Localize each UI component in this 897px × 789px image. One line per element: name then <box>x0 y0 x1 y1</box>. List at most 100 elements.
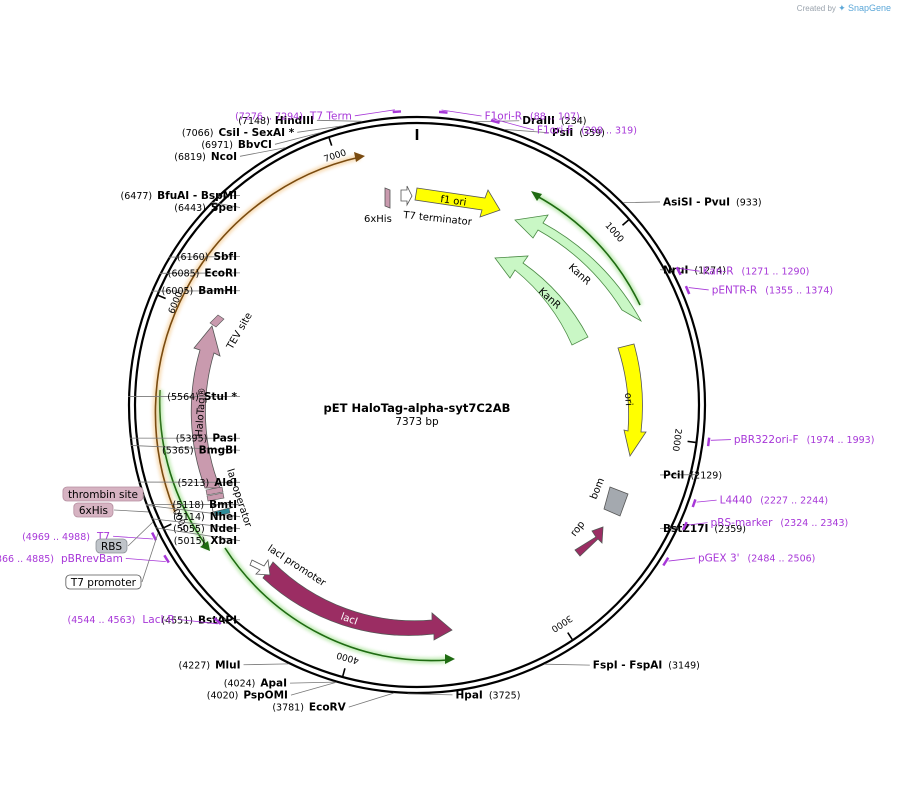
primer-name: F1ori-R <box>485 111 522 123</box>
primer-position: (2227 .. 2244) <box>760 496 828 507</box>
site-position: (5365) <box>162 446 194 457</box>
site-ndei[interactable]: NdeI(5055) <box>151 518 241 535</box>
primer-position: (4544 .. 4563) <box>68 615 136 626</box>
primer-position: (298 .. 319) <box>581 126 637 137</box>
site-pspomi[interactable]: PspOMI(4020) <box>207 682 337 702</box>
ring-tick-3000: 3000 <box>549 613 574 640</box>
feature-kanr-outer[interactable]: KanR <box>514 214 643 323</box>
feature-laci[interactable]: lacI <box>262 561 453 641</box>
site-position: (5118) <box>173 500 205 511</box>
site-ncoi[interactable]: NcoI(6819) <box>174 147 286 163</box>
primer-name: pBR322ori-F <box>734 434 799 446</box>
ring-tick-2000: 2000 <box>670 428 696 452</box>
site-name: SbfI <box>213 251 237 263</box>
site-bmgbi[interactable]: BmgBI(5365) <box>130 445 241 457</box>
site-position: (6971) <box>201 140 233 151</box>
callout-label: T7 promoter <box>70 577 137 589</box>
site-name: BbvCI <box>238 139 272 151</box>
site-position: (3725) <box>489 690 521 701</box>
primer-position: (2324 .. 2343) <box>780 518 848 529</box>
primer-kan-r[interactable]: Kan-R (1271 .. 1290) <box>675 266 810 278</box>
site-position: (5564) <box>167 392 199 403</box>
primer-position: (2484 .. 2506) <box>748 553 816 564</box>
site-position: (933) <box>736 197 762 208</box>
site-csii[interactable]: CsiI - SexAI *(7066) <box>182 125 343 139</box>
feature-halotag[interactable]: HaloTag® <box>190 325 221 489</box>
feature-rop[interactable]: rop <box>569 519 604 557</box>
primer-name: pRS-marker <box>711 517 774 529</box>
site-position: (5055) <box>173 524 205 535</box>
site-ecori[interactable]: EcoRI (6085) <box>159 267 241 279</box>
site-mlui[interactable]: MluI (4227) <box>179 659 289 671</box>
site-position: (4227) <box>179 660 211 671</box>
site-alei[interactable]: AleI(5213) <box>138 477 241 489</box>
site-pasi[interactable]: PasI(5395) <box>129 433 241 445</box>
feature-f1-ori[interactable]: f1 ori <box>414 187 501 218</box>
feature-6xhis-top[interactable]: 6xHis <box>364 187 392 225</box>
site-pcii[interactable]: PciI(2129) <box>659 469 722 481</box>
feature-label: ori <box>622 392 634 406</box>
site-asisi[interactable]: AsiSI - PvuI(933) <box>623 196 762 208</box>
site-hindiii[interactable]: HindIII(7148) <box>238 115 362 127</box>
site-name: BmtI <box>209 499 237 511</box>
credit-brand: SnapGene <box>847 3 891 13</box>
callout-rbs[interactable]: RBS <box>95 521 154 554</box>
primer-f1ori-f[interactable]: F1ori-F(298 .. 319) <box>490 118 637 137</box>
site-apai[interactable]: ApaI(4024) <box>224 678 336 690</box>
site-name: NcoI <box>211 151 237 163</box>
site-position: (7066) <box>182 128 214 139</box>
site-name: MluI <box>215 659 240 671</box>
site-xbai[interactable]: XbaI(5015) <box>155 527 241 547</box>
site-fspi[interactable]: FspI - FspAI(3149) <box>544 660 700 672</box>
site-bfuai[interactable]: BfuAI - BspMI(6477) <box>121 190 241 202</box>
primer-position: (4866 .. 4885) <box>0 554 54 565</box>
site-ecorv[interactable]: EcoRV(3781) <box>272 692 394 714</box>
site-psii[interactable]: PsiI(359) <box>504 127 605 139</box>
site-position: (2129) <box>690 470 722 481</box>
site-bstz17i[interactable]: BstZ17I(2359) <box>659 523 746 535</box>
primer-prs-marker[interactable]: pRS-marker (2324 .. 2343) <box>682 517 848 531</box>
site-spei[interactable]: SpeI(6443) <box>174 201 241 214</box>
restriction-sites: HindIII(7148)CsiI - SexAI *(7066)BbvCI (6… <box>121 115 762 714</box>
site-position: (7148) <box>238 116 270 127</box>
site-name: EcoRI <box>204 267 237 279</box>
plasmid-name: pET HaloTag-alpha-syt7C2AB <box>324 401 511 415</box>
primer-pbr322ori-f[interactable]: pBR322ori-F(1974 .. 1993) <box>706 434 874 447</box>
callout-label: RBS <box>101 541 122 553</box>
ring-tick-1000: 1000 <box>603 219 630 245</box>
primer-position: (1355 .. 1374) <box>765 285 833 296</box>
site-stui[interactable]: StuI *(5564) <box>128 391 241 403</box>
site-position: (5213) <box>178 478 210 489</box>
site-bamhi[interactable]: BamHI(6005) <box>151 285 241 297</box>
feature-label: bom <box>589 476 608 501</box>
site-sbfi[interactable]: SbfI(6160) <box>168 251 241 263</box>
primer-pbrrevbam[interactable]: pBRrevBam(4866 .. 4885) <box>0 553 170 565</box>
site-position: (5015) <box>174 536 206 547</box>
primer-name: Kan-R <box>703 266 734 278</box>
site-name: BstZ17I <box>663 523 708 535</box>
site-position: (6085) <box>168 268 200 279</box>
feature-ori[interactable]: ori <box>617 343 647 457</box>
feature-bom[interactable]: bom <box>589 476 629 517</box>
callout-6xhis[interactable]: 6xHis <box>73 502 149 518</box>
site-bmti[interactable]: BmtI (5118) <box>145 499 241 511</box>
site-name: BamHI <box>198 285 237 297</box>
site-bbvci[interactable]: BbvCI (6971) <box>201 132 321 151</box>
ring-tick-label: 2000 <box>670 428 683 452</box>
callout-label: 6xHis <box>79 505 108 517</box>
site-nrui[interactable]: NruI(1274) <box>659 264 726 276</box>
primer-position: (1271 .. 1290) <box>741 267 809 278</box>
callout-thrombin-site[interactable]: thrombin site <box>62 486 145 502</box>
primer-laci-r[interactable]: LacI-R(4544 .. 4563) <box>68 614 222 626</box>
ring-tick-label: 1000 <box>603 221 626 245</box>
primer-l4440[interactable]: L4440(2227 .. 2244) <box>691 495 828 508</box>
primer-pentr-r[interactable]: pENTR-R(1355 .. 1374) <box>684 284 833 296</box>
site-nhei[interactable]: NheI(5114) <box>145 504 241 523</box>
primer-t7-term[interactable]: T7 Term(7276 .. 7294) <box>235 109 402 122</box>
primer-pgex-3-[interactable]: pGEX 3'(2484 .. 2506) <box>662 552 816 567</box>
callout-t7-promoter[interactable]: T7 promoter <box>65 533 159 590</box>
site-hpai[interactable]: HpaI(3725) <box>407 689 521 701</box>
primer-t7[interactable]: T7(4969 .. 4988) <box>22 531 158 543</box>
site-position: (6477) <box>121 191 153 202</box>
